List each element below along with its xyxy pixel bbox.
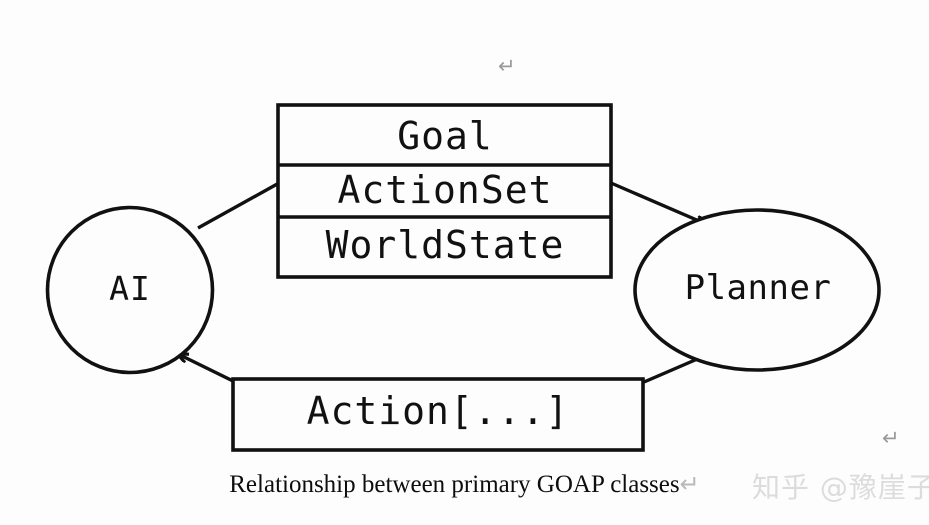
edge-planner-to-actionbox (643, 355, 703, 384)
edge-ai-to-classbox (197, 181, 280, 230)
diagram-caption: Relationship between primary GOAP classe… (0, 470, 929, 499)
node-planner-ellipse[interactable] (633, 208, 881, 372)
watermark-text: 知乎 @豫崖子 (752, 471, 929, 504)
return-mark-top-icon: ↵ (498, 54, 516, 78)
node-ai-circle[interactable] (45, 205, 215, 375)
return-mark-right-icon: ↵ (882, 426, 900, 450)
edge-classbox-to-planner (610, 181, 706, 224)
classbox-outline (276, 103, 613, 279)
caption-return-icon: ↵ (679, 470, 700, 498)
caption-text: Relationship between primary GOAP classe… (229, 471, 680, 498)
edge-actionbox-to-ai (178, 354, 234, 383)
node-classbox[interactable] (276, 103, 613, 279)
node-action-box[interactable] (231, 377, 645, 452)
